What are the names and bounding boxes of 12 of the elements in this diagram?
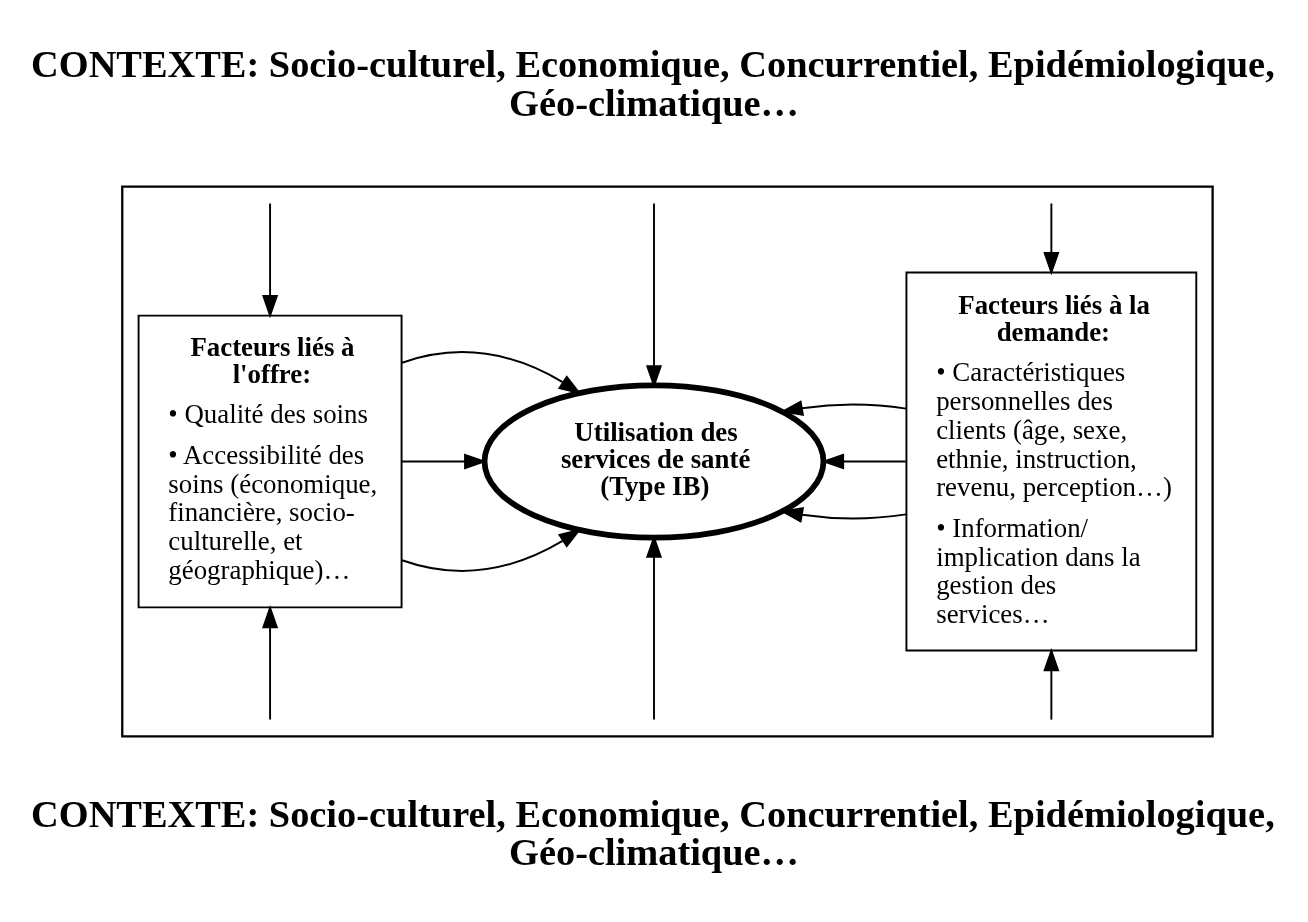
arrow	[262, 202, 279, 318]
node-box: Facteurs liés à l'offre: • Qualité des soins • Accessibilité des soins (économique, financière, socio-culturelle, et géographique)…	[137, 314, 403, 608]
arrow	[401, 528, 582, 572]
arrow	[1043, 647, 1060, 721]
cluster	[121, 184, 1214, 738]
arrow	[401, 350, 582, 394]
node-ellipse: Utilisation des services de santé (Type IB)	[481, 381, 827, 541]
arrow	[262, 604, 279, 720]
node-text: CONTEXTE: Socio-culturel, Economique, Concurrentiel, Epidémiologique, Géo-climatique…	[31, 792, 1275, 873]
node-box: Facteurs liés à la demande: • Caractéristiques personnelles des clients (âge, sexe, ethnie, instruction, revenu, perception…) • Information/ implication dans la gestion des services…	[905, 270, 1198, 652]
arrow	[1043, 202, 1060, 275]
node-text: CONTEXTE: Socio-culturel, Economique, Concurrentiel, Epidémiologique, Géo-climatique…	[31, 42, 1275, 124]
